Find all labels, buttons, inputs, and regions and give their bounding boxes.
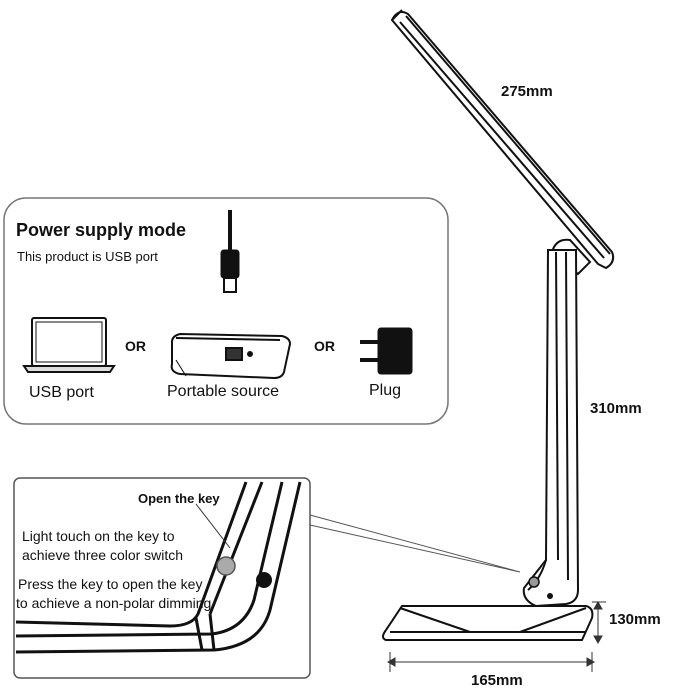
lamp-head — [390, 9, 615, 270]
touch-key-small-icon — [528, 576, 540, 588]
power-box-title: Power supply mode — [16, 220, 187, 240]
plug-icon — [360, 327, 413, 375]
usb-cable-icon — [220, 210, 240, 293]
dimension-arm-height: 310mm — [590, 400, 642, 417]
detail-line-3: Press the key to open the key — [18, 576, 203, 592]
detail-pointer — [309, 514, 521, 573]
detail-line-2: achieve three color switch — [22, 547, 184, 563]
detail-line-1: Light touch on the key to — [22, 528, 175, 544]
power-key-small-icon — [547, 593, 553, 599]
dimension-base-height: 130mm — [609, 611, 661, 628]
laptop-icon — [22, 317, 116, 373]
lamp-arm — [522, 249, 580, 608]
lamp-base — [382, 605, 594, 641]
detail-title: Open the key — [138, 491, 220, 506]
dimension-head-length: 275mm — [501, 83, 553, 100]
option-label-plug: Plug — [369, 382, 402, 399]
detail-line-4: to achieve a non-polar dimming — [16, 595, 212, 611]
or-label-1: OR — [125, 338, 146, 354]
option-label-usb-port: USB port — [29, 384, 94, 401]
dimension-lines — [386, 600, 606, 672]
power-box-frame — [3, 197, 449, 425]
power-box-subtitle: This product is USB port — [17, 249, 158, 264]
detail-box-frame — [13, 477, 311, 679]
key-pointer — [195, 503, 231, 549]
or-label-2: OR — [314, 338, 335, 354]
option-label-portable-source: Portable source — [167, 383, 280, 400]
touch-key-icon — [216, 556, 236, 576]
power-key-icon — [256, 572, 272, 588]
dimension-base-width: 165mm — [471, 672, 523, 689]
power-bank-icon — [170, 332, 292, 380]
detail-lamp-body — [15, 481, 302, 654]
